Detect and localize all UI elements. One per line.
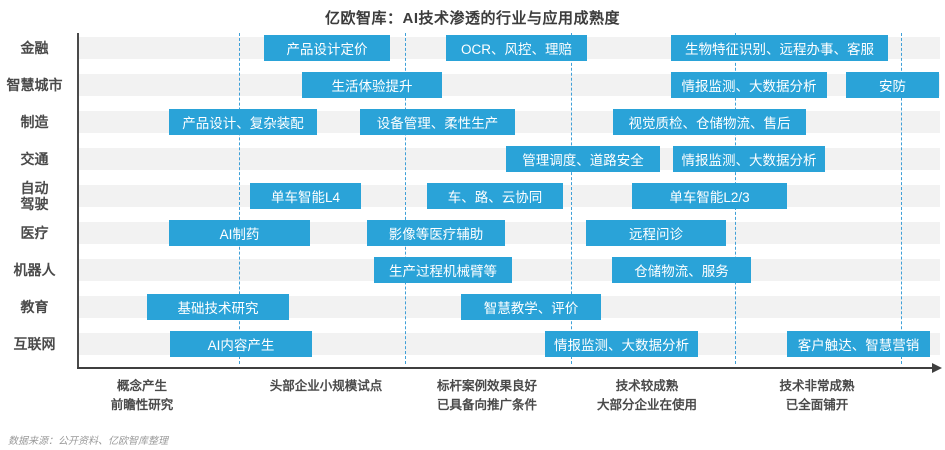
app-box: 仓储物流、服务	[612, 257, 751, 283]
industry-label: 智慧城市	[6, 76, 63, 93]
industry-label: 制造	[20, 113, 49, 130]
app-box: 设备管理、柔性生产	[360, 109, 515, 135]
app-box: 情报监测、大数据分析	[545, 331, 698, 357]
app-box: 生物特征识别、远程办事、客服	[671, 35, 888, 61]
app-box: 车、路、云协同	[427, 183, 563, 209]
app-box: 生产过程机械臂等	[374, 257, 512, 283]
stage-label: 概念产生 前瞻性研究	[110, 379, 174, 412]
app-box: 产品设计定价	[264, 35, 390, 61]
app-box: OCR、风控、理赔	[446, 35, 587, 61]
stage-label: 技术较成熟 大部分企业在使用	[596, 379, 697, 412]
app-box: 基础技术研究	[147, 294, 289, 320]
stage-divider	[405, 33, 406, 364]
app-box: 情报监测、大数据分析	[671, 72, 827, 98]
app-box: 单车智能L4	[250, 183, 361, 209]
source-note: 数据来源：公开资料、亿欧智库整理	[8, 436, 168, 447]
industry-label: 教育	[20, 298, 49, 315]
app-box: 生活体验提升	[302, 72, 442, 98]
app-box: 影像等医疗辅助	[367, 220, 505, 246]
app-box: 单车智能L2/3	[632, 183, 787, 209]
app-box: AI内容产生	[170, 331, 312, 357]
stage-label: 标杆案例效果良好 已具备向推广条件	[436, 379, 537, 412]
app-box: 客户触达、智慧营销	[787, 331, 930, 357]
x-axis	[77, 367, 932, 369]
stage-divider	[901, 33, 902, 364]
app-box: 情报监测、大数据分析	[673, 146, 825, 172]
app-box: 远程问诊	[586, 220, 726, 246]
industry-label: 自动 驾驶	[20, 179, 49, 212]
y-axis	[77, 33, 79, 369]
axis-arrow-icon	[932, 363, 942, 373]
industry-label: 医疗	[20, 224, 49, 241]
industry-label: 互联网	[13, 335, 56, 352]
app-box: 视觉质检、仓储物流、售后	[613, 109, 806, 135]
stage-label: 技术非常成熟 已全面铺开	[779, 379, 855, 412]
app-box: 安防	[846, 72, 939, 98]
app-box: AI制药	[169, 220, 310, 246]
app-box: 智慧教学、评价	[461, 294, 601, 320]
stage-divider	[571, 33, 572, 364]
industry-label: 机器人	[13, 261, 56, 278]
stage-label: 头部企业小规模试点	[269, 379, 383, 393]
chart-title: 亿欧智库：AI技术渗透的行业与应用成熟度	[324, 10, 620, 27]
app-box: 产品设计、复杂装配	[169, 109, 317, 135]
industry-label: 金融	[20, 39, 49, 56]
industry-label: 交通	[20, 150, 49, 167]
app-box: 管理调度、道路安全	[506, 146, 660, 172]
stage-divider	[239, 33, 240, 364]
